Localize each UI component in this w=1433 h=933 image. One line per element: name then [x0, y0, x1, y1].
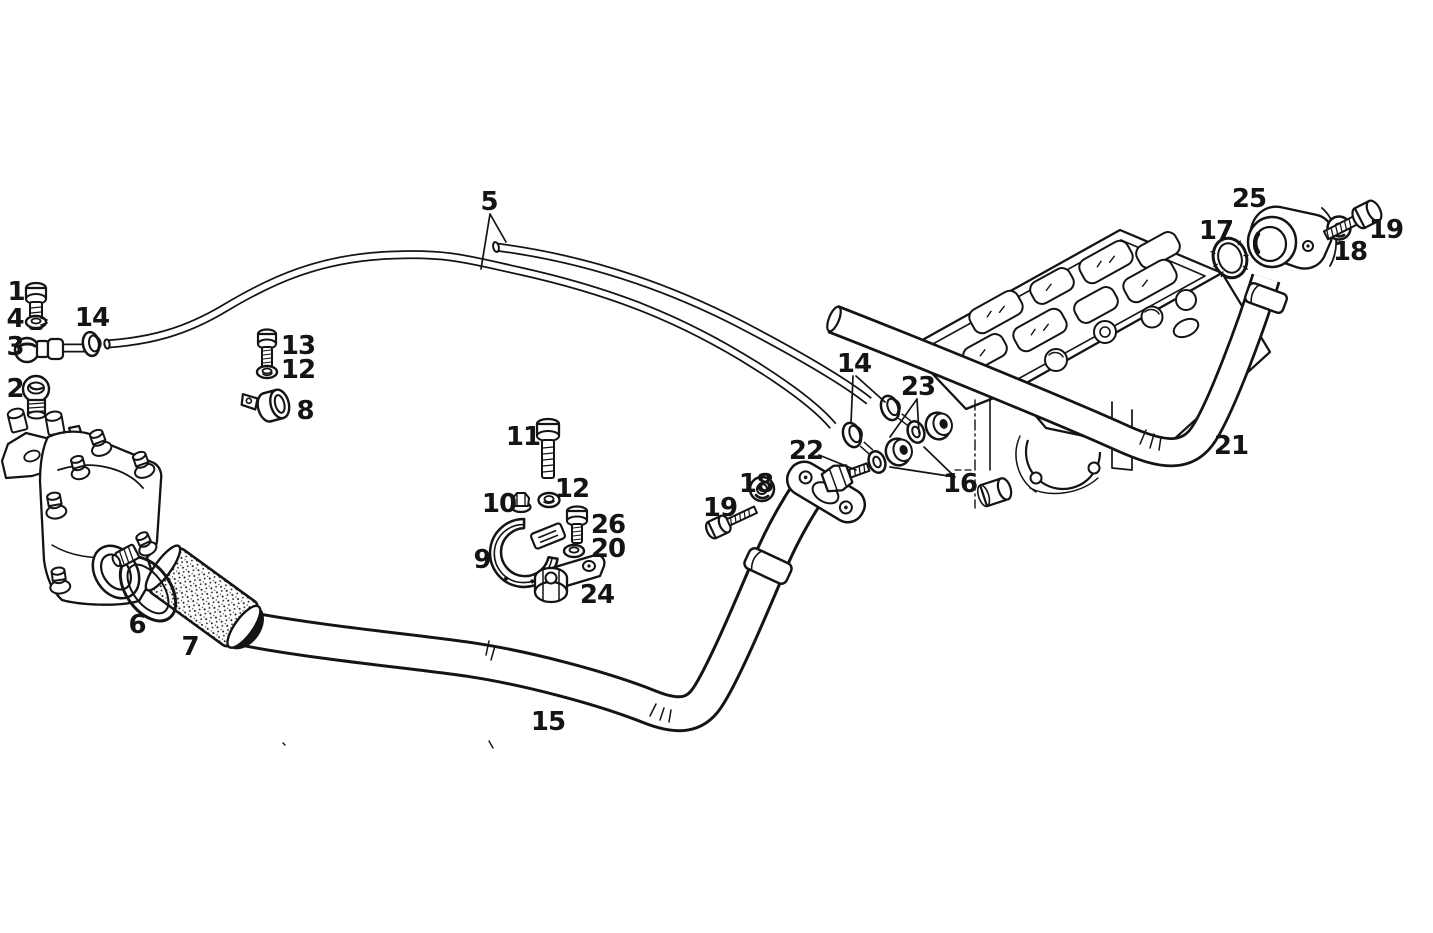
callout-14-4: 14 — [74, 303, 110, 333]
pipe-21-sleeve — [1243, 281, 1289, 315]
bolt-22 — [820, 462, 871, 493]
bolt-19-left — [704, 505, 758, 540]
banjo-fittings — [841, 394, 953, 474]
callout-8-7: 8 — [296, 396, 314, 426]
bolt-26 — [565, 505, 589, 544]
bolt-19-right — [1322, 199, 1383, 241]
washer-12-middle — [537, 491, 561, 509]
callout-6-16: 6 — [128, 610, 146, 640]
plug-2 — [21, 374, 51, 420]
banjo-bolt-23-b — [924, 411, 953, 441]
callout-22-19: 22 — [788, 436, 824, 466]
callout-26-12: 26 — [590, 510, 626, 540]
washer-12-left — [255, 364, 279, 380]
exhaust-pipe-15 — [243, 481, 824, 733]
callout-20-13: 20 — [590, 534, 626, 564]
callout-16-24: 16 — [942, 469, 978, 499]
grommet-14-left — [81, 330, 102, 358]
callout-24-15: 24 — [579, 580, 615, 610]
callout-5-8: 5 — [480, 187, 498, 217]
pipe-clip-8 — [240, 388, 291, 423]
bolt-13 — [256, 328, 278, 368]
hose-clamp-6 — [111, 543, 178, 623]
callout-18-28: 18 — [1332, 237, 1368, 267]
callout-10-10: 10 — [481, 489, 517, 519]
callout-14-22: 14 — [836, 349, 872, 379]
callout-4-1: 4 — [6, 304, 24, 334]
fuel-pipes-5 — [103, 241, 872, 429]
freeze-plug-bosses — [1044, 289, 1200, 372]
callout-12-11: 12 — [554, 474, 590, 504]
pump-bolts — [45, 428, 158, 595]
callout-18-20: 18 — [738, 469, 774, 499]
pipe-15-sleeve — [743, 547, 793, 585]
banjo-bolt-23-a — [884, 437, 913, 467]
callout-19-29: 19 — [1368, 215, 1404, 245]
washer-16-a — [867, 450, 887, 474]
callout-12-6: 12 — [280, 355, 316, 385]
callout-2-3: 2 — [6, 374, 24, 404]
flex-hose-7 — [144, 544, 264, 650]
bracket-24 — [533, 554, 606, 604]
callout-7-17: 7 — [181, 632, 199, 662]
washer-18-left — [748, 475, 776, 503]
callout-21-25: 21 — [1213, 431, 1249, 461]
callout-17-27: 17 — [1198, 216, 1234, 246]
washer-16-b — [906, 420, 926, 444]
exhaust-pipe-21 — [826, 273, 1289, 468]
grommet-14-b — [879, 394, 901, 422]
callout-25-26: 25 — [1231, 184, 1267, 214]
crankcase — [954, 397, 1102, 509]
callout-9-14: 9 — [473, 545, 491, 575]
exhaust-clamp-9 — [488, 517, 567, 589]
lock-washer-4 — [24, 314, 48, 330]
leader-lines — [480, 213, 956, 478]
stray-marks — [282, 740, 494, 749]
gasket-ring-17 — [1210, 236, 1249, 280]
callout-3-2: 3 — [6, 332, 24, 362]
bolt-11 — [535, 417, 561, 479]
callout-19-21: 19 — [702, 493, 738, 523]
callout-1-0: 1 — [7, 277, 25, 307]
callout-23-23: 23 — [900, 372, 936, 402]
nut-10 — [510, 492, 532, 514]
outlet-flange-25 — [1246, 205, 1337, 270]
callout-15-18: 15 — [530, 707, 566, 737]
callout-13-5: 13 — [280, 331, 316, 361]
grommet-14-a — [841, 421, 863, 449]
washer-20 — [562, 543, 586, 559]
clamp-9-tab — [529, 522, 567, 550]
callout-11-9: 11 — [505, 422, 541, 452]
